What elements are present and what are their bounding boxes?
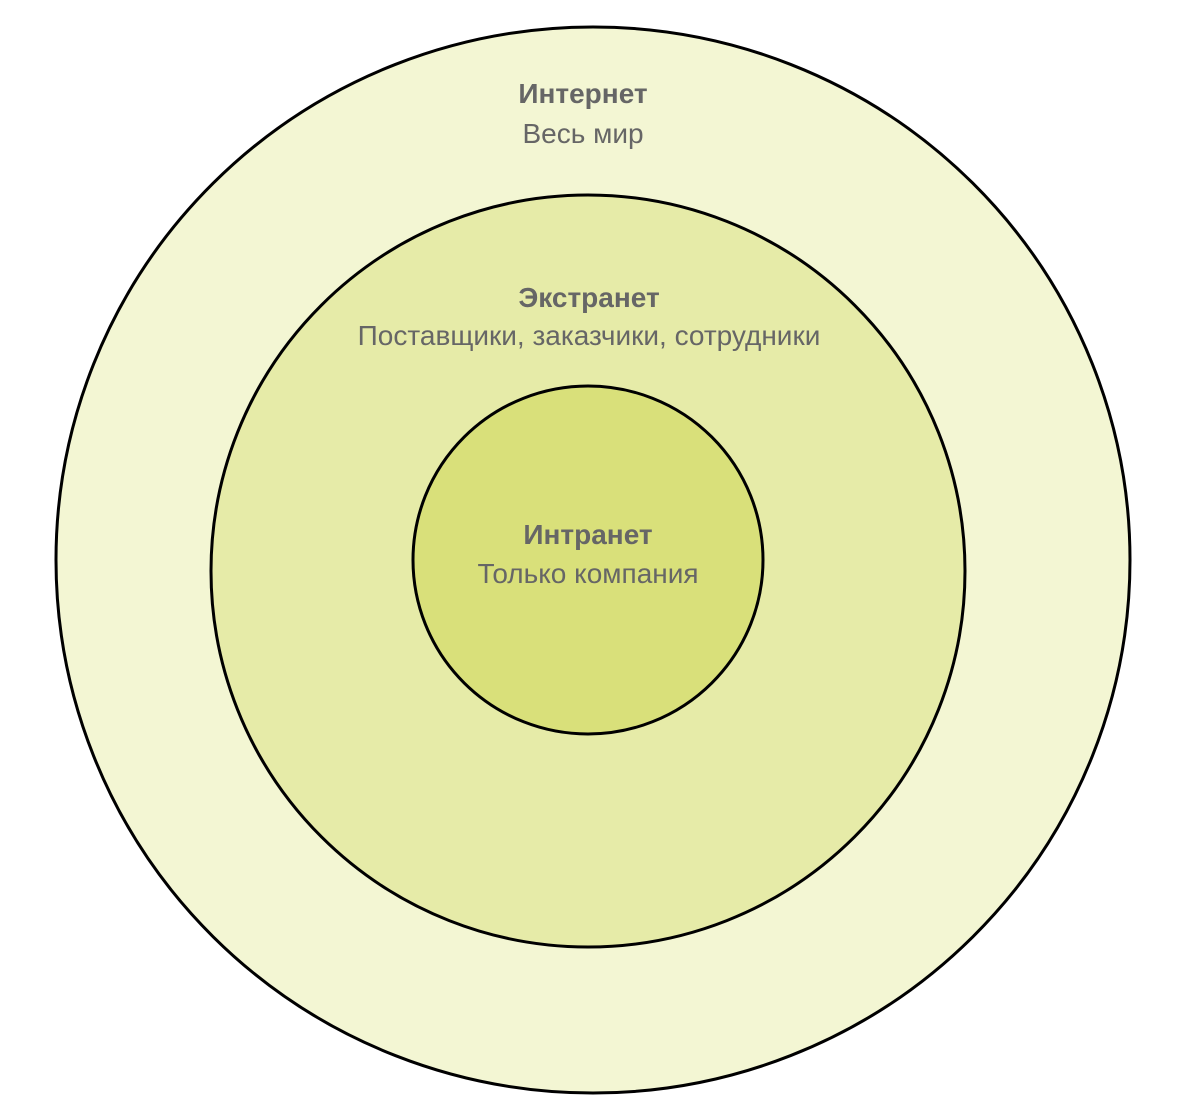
internet-subtitle: Весь мир bbox=[522, 118, 643, 149]
extranet-title: Экстранет bbox=[518, 282, 659, 313]
internet-title: Интернет bbox=[518, 78, 647, 109]
intranet-subtitle: Только компания bbox=[477, 558, 698, 589]
intranet-title: Интранет bbox=[523, 519, 652, 550]
extranet-subtitle: Поставщики, заказчики, сотрудники bbox=[358, 320, 821, 351]
intranet-circle bbox=[411, 384, 765, 736]
zone-intranet: Интранет Только компания bbox=[411, 384, 765, 736]
